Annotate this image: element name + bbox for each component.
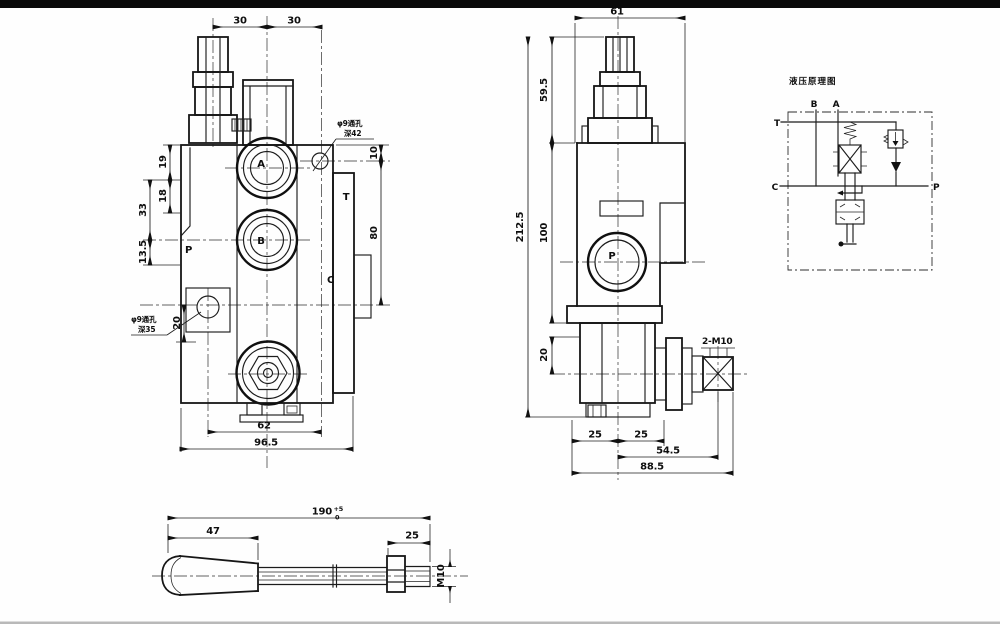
scan-top-edge xyxy=(0,0,1000,8)
dim-label: 10 xyxy=(369,146,380,160)
port-label-p: P xyxy=(185,245,192,256)
port-b-circle xyxy=(235,208,299,272)
dim-label: 190 xyxy=(312,507,333,518)
schematic-title: 液压原理图 xyxy=(789,76,837,87)
end-cap xyxy=(332,172,355,394)
dim-label: 25 xyxy=(634,430,648,441)
pilot-check-valve xyxy=(833,121,867,201)
dim-label: 61 xyxy=(610,7,624,18)
handle-detail: 190 +5 0 47 25 M10 xyxy=(152,505,468,603)
spool-symbol xyxy=(835,199,865,247)
check-valve-arrow xyxy=(891,162,901,172)
front-view: 30 30 19 18 33 13.5 10 80 20 62 96.5 φ9通… xyxy=(131,16,390,468)
boot-clamp xyxy=(231,118,252,132)
dim-label: 30 xyxy=(233,16,247,27)
schematic-port-t: T xyxy=(774,119,781,129)
port-label-c: C xyxy=(327,275,334,286)
svg-text:深35: 深35 xyxy=(138,324,155,334)
dim-label: 30 xyxy=(287,16,301,27)
dim-label: 13.5 xyxy=(138,240,149,264)
port-p-circle xyxy=(586,231,648,293)
side-view: 2-M10 61 59.5 212.5 100 20 25 25 54.5 88… xyxy=(515,7,750,480)
mounting-hole-top xyxy=(311,152,329,170)
port-a-circle xyxy=(235,136,299,200)
outlet-flange xyxy=(654,337,734,411)
dim-label: 54.5 xyxy=(656,446,680,457)
thread-callout: 2-M10 xyxy=(702,337,732,347)
c-port-boss xyxy=(353,254,372,319)
valve-body-side xyxy=(566,142,686,418)
svg-text:φ9通孔: φ9通孔 xyxy=(131,314,157,324)
dim-label: 96.5 xyxy=(254,438,278,449)
dim-label: 20 xyxy=(539,348,550,362)
dim-label: 25 xyxy=(588,430,602,441)
dim-tolerance-upper: +5 xyxy=(334,505,344,513)
dim-label: 19 xyxy=(158,155,169,169)
port-label-b: B xyxy=(257,236,264,247)
dim-label: 62 xyxy=(257,421,271,432)
schematic-port-p: P xyxy=(933,183,940,193)
relief-valve xyxy=(883,121,909,187)
schematic-boundary xyxy=(787,111,933,271)
scan-bottom-edge xyxy=(0,621,1000,624)
handle-nut xyxy=(386,555,406,593)
mounting-hole-bottom xyxy=(196,295,220,319)
handle-grip xyxy=(161,555,259,596)
handle-shaft xyxy=(257,564,388,588)
handle-bracket xyxy=(231,79,294,146)
thread-size-label: M10 xyxy=(436,564,447,588)
callout-hole-top: φ9通孔 深42 xyxy=(312,118,374,172)
dim-label: 20 xyxy=(172,316,183,330)
dim-label: 33 xyxy=(138,203,149,217)
dim-tolerance-lower: 0 xyxy=(335,514,340,522)
port-label-a: A xyxy=(257,159,265,170)
callout-hole-bottom: φ9通孔 深35 xyxy=(131,311,202,336)
handle-thread xyxy=(404,565,431,588)
port-label-t: T xyxy=(343,192,350,203)
lever-pivot-dot xyxy=(838,241,844,247)
dim-label: 25 xyxy=(405,531,419,542)
dim-label: 88.5 xyxy=(640,462,664,473)
schematic-port-a: A xyxy=(833,100,840,110)
svg-text:φ9通孔: φ9通孔 xyxy=(337,118,363,128)
inlet-boss xyxy=(235,340,301,406)
spool-cap-side xyxy=(581,36,659,144)
dim-label: 212.5 xyxy=(515,211,526,242)
dim-label: 100 xyxy=(539,223,550,244)
valve-body-front xyxy=(180,144,334,404)
dim-label: 18 xyxy=(158,189,169,203)
dim-label: 59.5 xyxy=(539,78,550,102)
port-label-p-side: P xyxy=(608,251,615,262)
schematic-port-b: B xyxy=(811,100,818,110)
dim-label: 47 xyxy=(206,526,220,537)
dim-label: 80 xyxy=(369,226,380,240)
hydraulic-schematic: 液压原理图 B A T C P xyxy=(772,76,940,271)
schematic-port-c: C xyxy=(772,183,779,193)
spring-cap xyxy=(188,36,238,144)
svg-text:深42: 深42 xyxy=(344,128,361,138)
